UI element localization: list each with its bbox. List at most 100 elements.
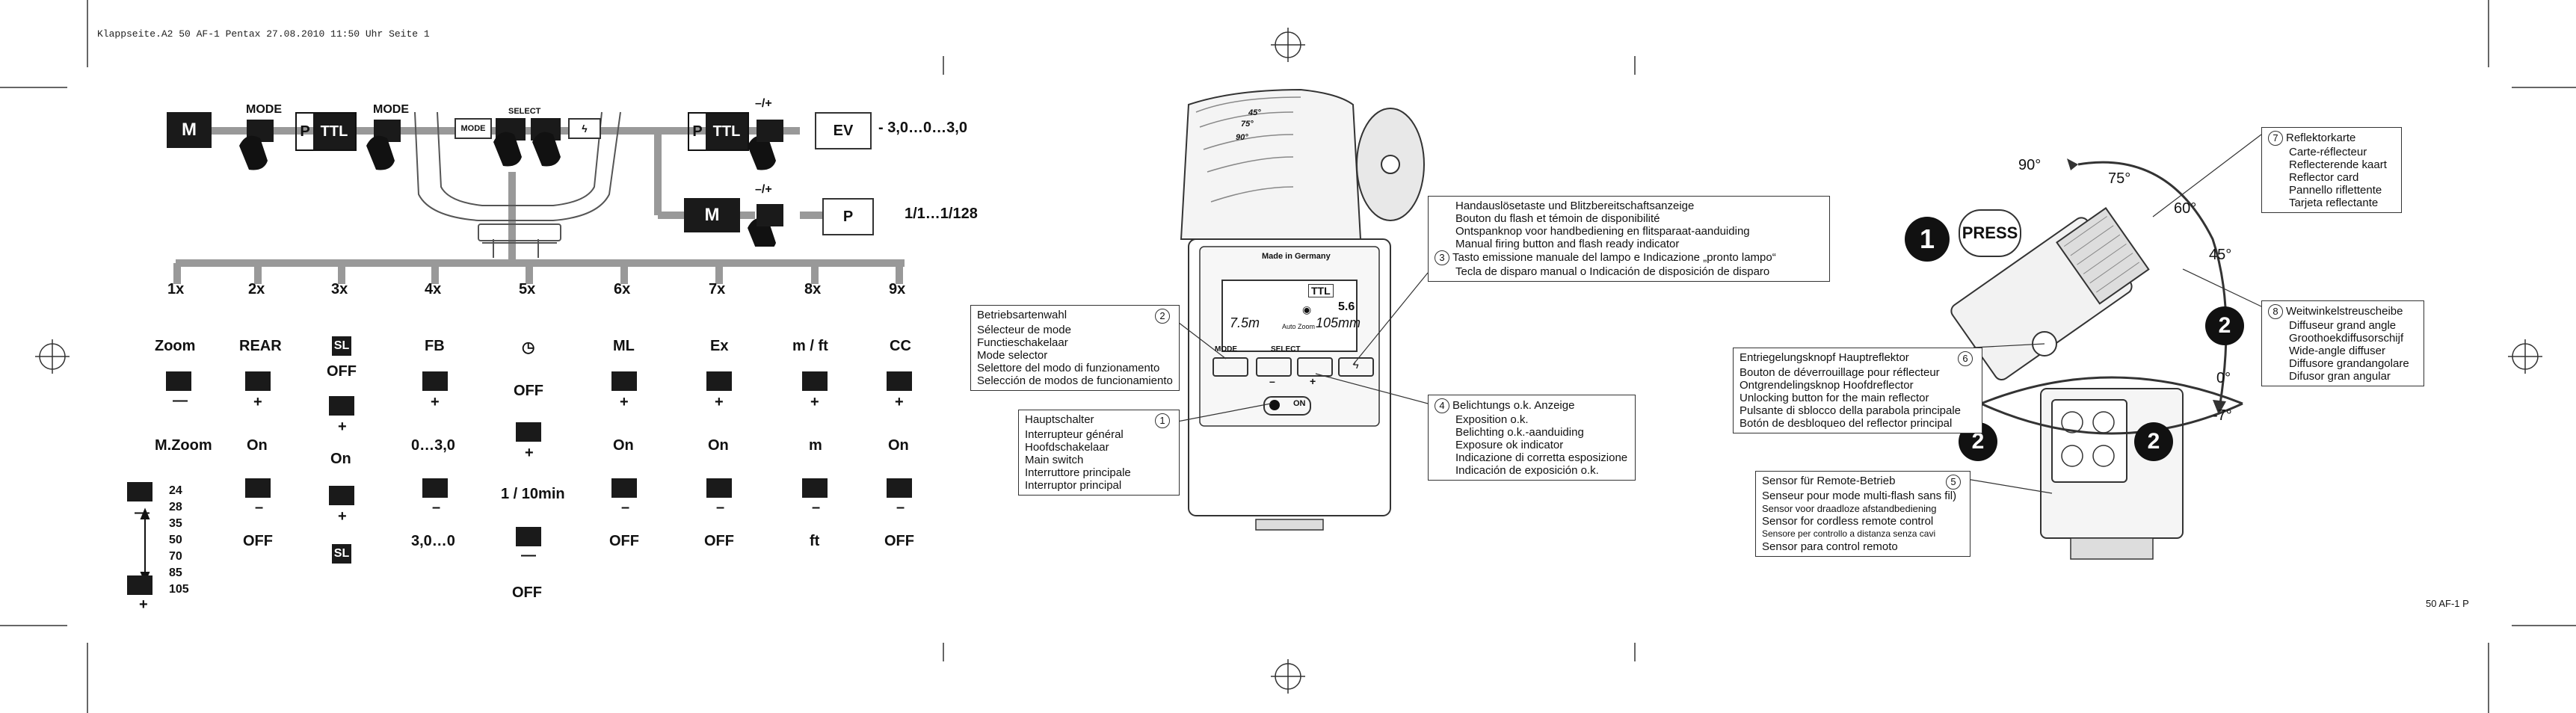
callout8-line1: Weitwinkelstreuscheibe — [2286, 305, 2403, 318]
zoom-70: 70 — [169, 550, 182, 563]
col4-plus: + — [431, 394, 440, 410]
col6-minus: – — [621, 499, 630, 516]
ttl-label-2: TTL — [706, 114, 748, 149]
zoom-28: 28 — [169, 501, 182, 513]
angle-90: 90° — [1236, 133, 1248, 142]
col3-btn2 — [329, 486, 354, 505]
lcd-aperture: 5.6 — [1338, 300, 1355, 313]
col2-minus: – — [255, 499, 264, 516]
col6-count: 6x — [614, 281, 631, 297]
callout8-number: 8 — [2268, 304, 2283, 319]
col5-off2: OFF — [512, 584, 542, 601]
col9-minus: – — [896, 499, 905, 516]
col8-btn1 — [802, 371, 828, 391]
col2-count: 2x — [248, 281, 265, 297]
col6-off: OFF — [609, 533, 639, 549]
callout3-line5: Tasto emissione manuale del lampo e Indi… — [1452, 251, 1776, 264]
col6-plus: + — [620, 394, 629, 410]
callout7-line6: Tarjeta reflectante — [2289, 197, 2379, 209]
angle-label-90: 90° — [2018, 157, 2042, 173]
zoom-plus-btn — [127, 575, 152, 595]
col2-on: On — [247, 437, 268, 454]
header-text: Klappseite.A2 50 AF-1 Pentax 27.08.2010 … — [97, 28, 430, 40]
callout1-number: 1 — [1155, 413, 1170, 428]
col2-btn1 — [245, 371, 271, 391]
col1-count: 1x — [167, 281, 185, 297]
center-mode-label: MODE — [1215, 345, 1237, 354]
col8-count: 8x — [804, 281, 822, 297]
callout1-line2: Interrupteur général — [1025, 428, 1124, 441]
col8-minus: – — [812, 499, 821, 516]
lcd-distance: 7.5m — [1230, 315, 1260, 330]
callout2-line3: Functieschakelaar — [977, 336, 1068, 349]
angle-label-45: 45° — [2209, 247, 2232, 263]
power-plusminus-label: –/+ — [755, 183, 772, 196]
col3-name: SL — [332, 336, 351, 356]
col3-off: OFF — [327, 363, 357, 380]
callout3-line1: Handauslösetaste und Blitzbereitschaftsa… — [1455, 200, 1695, 212]
col9-btn1 — [887, 371, 912, 391]
col7-name: Ex — [710, 338, 729, 354]
power-on-label: ON — [1293, 399, 1306, 408]
col7-on: On — [708, 437, 729, 454]
callout4-line4: Exposure ok indicator — [1455, 439, 1564, 451]
flash-mode-button: MODE — [455, 118, 492, 139]
lcd-auto-zoom: Auto Zoom — [1282, 323, 1316, 330]
col4-range2: 3,0…0 — [411, 533, 455, 549]
callout6-number: 6 — [1958, 351, 1973, 366]
callout3-line2: Bouton du flash et témoin de disponibili… — [1455, 212, 1660, 225]
zoom-85: 85 — [169, 567, 182, 579]
col4-minus: – — [432, 499, 441, 516]
p-ttl-indicator: P TTL — [295, 112, 357, 151]
col1-btn — [166, 371, 191, 391]
zoom-35: 35 — [169, 517, 182, 530]
p-label: P — [300, 123, 310, 140]
power-range: 1/1…1/128 — [905, 206, 978, 222]
center-minus-label: – — [1269, 375, 1275, 387]
col8-plus: + — [810, 394, 819, 410]
p-ttl-indicator-2: P TTL — [688, 112, 749, 151]
callout1-line4: Main switch — [1025, 454, 1084, 466]
callout8-line3: Groothoekdiffusorschijf — [2289, 332, 2404, 345]
callout4-line1: Belichtungs o.k. Anzeige — [1452, 399, 1575, 412]
callout6-line6: Botón de desbloqueo del reflector princi… — [1740, 417, 1953, 430]
zoom-minus-label: — — [135, 504, 150, 521]
callout7-line1: Reflektorkarte — [2286, 132, 2356, 144]
col4-range1: 0…3,0 — [411, 437, 455, 454]
col3-count: 3x — [331, 281, 348, 297]
col4-btn2 — [422, 478, 448, 498]
callout6-line4: Unlocking button for the main reflector — [1740, 392, 1929, 404]
col4-name: FB — [425, 338, 445, 354]
col3-sl: SL — [332, 544, 351, 564]
callout6-line1: Entriegelungsknopf Hauptreflektor — [1740, 351, 1909, 364]
callout1-line1: Hauptschalter — [1025, 413, 1094, 426]
p-label-2: P — [692, 123, 703, 140]
col1-mzoom: M.Zoom — [155, 437, 212, 454]
power-button-graphic — [757, 204, 783, 226]
step-1-marker: 1 — [1905, 217, 1950, 262]
col8-name: m / ft — [792, 338, 828, 354]
callout6-line2: Bouton de déverrouillage pour réflecteur — [1740, 366, 1940, 379]
col5-off: OFF — [514, 383, 543, 399]
col6-btn1 — [611, 371, 637, 391]
lcd-circle-icon: ◉ — [1302, 303, 1312, 315]
col7-btn2 — [706, 478, 732, 498]
press-label: PRESS — [1959, 209, 2021, 257]
col9-plus: + — [895, 394, 904, 410]
col7-minus: – — [716, 499, 725, 516]
col6-name: ML — [613, 338, 635, 354]
center-select-label: SELECT — [1271, 345, 1301, 354]
zoom-24: 24 — [169, 484, 182, 497]
col8-m: m — [809, 437, 822, 454]
step-2-marker-top: 2 — [2205, 306, 2244, 345]
callout1-line5: Interruttore principale — [1025, 466, 1131, 479]
col3-on: On — [330, 451, 351, 467]
callout5-line1: Sensor für Remote-Betrieb — [1762, 475, 1896, 487]
callout8-line4: Wide-angle diffuser — [2289, 345, 2385, 357]
col1-dash: — — [173, 392, 188, 409]
angle-label-60: 60° — [2174, 200, 2197, 217]
